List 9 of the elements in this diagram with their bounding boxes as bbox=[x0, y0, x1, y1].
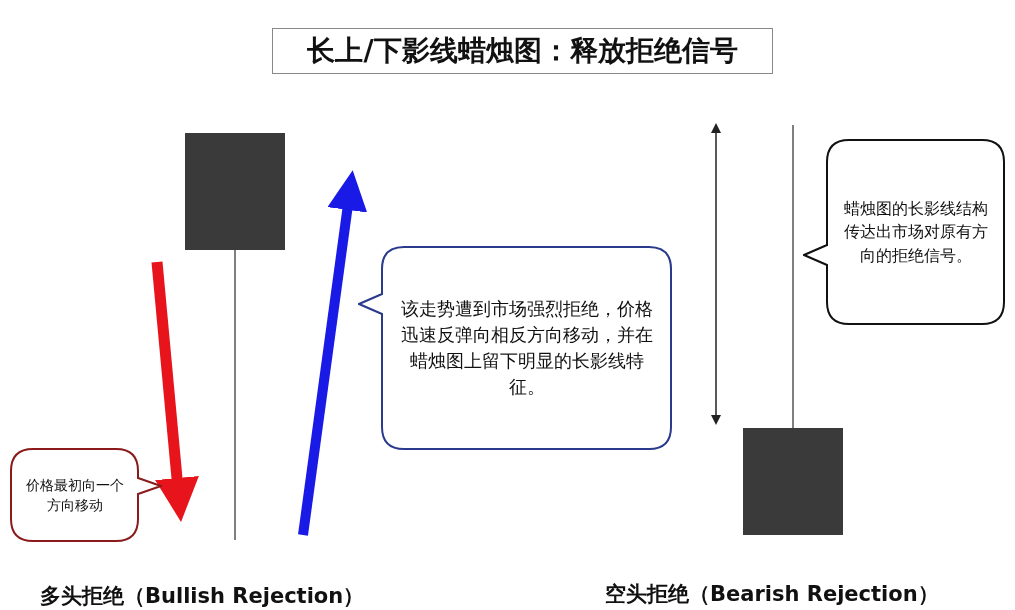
callout-text: 价格最初向一个方向移动 bbox=[24, 475, 125, 515]
speech-bubble bbox=[803, 139, 1005, 325]
speech-bubble bbox=[358, 246, 672, 450]
callout-text: 该走势遭到市场强烈拒绝，价格迅速反弹向相反方向移动，并在蜡烛图上留下明显的长影线特征。 bbox=[399, 296, 654, 400]
callout-text: 蜡烛图的长影线结构传达出市场对原有方向的拒绝信号。 bbox=[842, 198, 989, 267]
speech-bubble bbox=[10, 448, 162, 542]
caption-label: 空头拒绝（Bearish Rejection） bbox=[605, 581, 939, 608]
title: 长上/下影线蜡烛图：释放拒绝信号 bbox=[272, 28, 773, 74]
caption-label: 多头拒绝（Bullish Rejection） bbox=[40, 583, 365, 610]
